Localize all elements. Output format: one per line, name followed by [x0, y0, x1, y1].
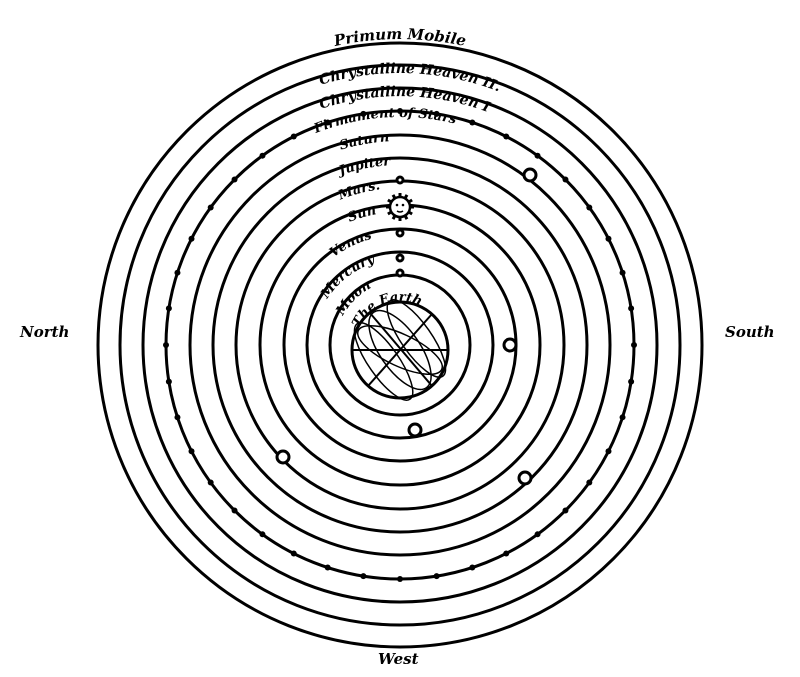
star-dot — [534, 531, 541, 538]
star-dot — [605, 235, 612, 242]
sun-face-icon — [386, 193, 414, 221]
star-dot — [562, 507, 569, 514]
planet-body — [395, 268, 405, 278]
star-dot — [324, 564, 331, 571]
sphere-ring — [96, 41, 704, 649]
sphere-label: Primum Mobile — [331, 25, 467, 50]
planet-body — [395, 175, 405, 185]
star-dot — [324, 119, 331, 126]
star-dot — [165, 305, 172, 312]
planet-body — [395, 253, 405, 263]
star-dot — [605, 448, 612, 455]
star-dot — [469, 119, 476, 126]
sphere-ring — [188, 133, 612, 557]
star-dot — [163, 342, 169, 348]
label-west: West — [378, 650, 419, 668]
sphere-label-text: Sun — [346, 203, 378, 225]
star-dot — [586, 479, 593, 486]
star-dot — [397, 576, 403, 582]
sphere-label-text: Saturn — [338, 130, 390, 153]
sphere-label: Saturn — [338, 130, 390, 153]
star-dot — [619, 414, 626, 421]
star-dot — [534, 152, 541, 159]
star-dot — [290, 550, 297, 557]
star-dot — [469, 564, 476, 571]
planet-body — [522, 167, 538, 183]
label-north: North — [20, 323, 70, 341]
star-dot — [360, 573, 367, 580]
star-dot — [259, 531, 266, 538]
star-dot — [188, 235, 195, 242]
planet-body — [407, 422, 423, 438]
star-dot — [628, 378, 635, 385]
label-south: South — [725, 323, 775, 341]
star-dot — [165, 378, 172, 385]
star-dot — [231, 176, 238, 183]
star-dot — [174, 414, 181, 421]
star-dot — [259, 152, 266, 159]
earth-globe — [350, 299, 450, 401]
sphere-ring — [305, 250, 495, 440]
star-dot — [503, 133, 510, 140]
star-dot — [207, 479, 214, 486]
star-dot — [188, 448, 195, 455]
star-dot — [503, 550, 510, 557]
star-dot — [231, 507, 238, 514]
star-dot — [619, 269, 626, 276]
star-dot — [628, 305, 635, 312]
star-dot — [586, 204, 593, 211]
star-dot — [360, 110, 367, 117]
star-dot — [290, 133, 297, 140]
star-dot — [174, 269, 181, 276]
star-dot — [207, 204, 214, 211]
sphere-label: Sun — [346, 203, 378, 225]
star-dot — [433, 110, 440, 117]
sphere-label-text: Mars. — [336, 178, 381, 203]
sphere-label-text: Jupiter — [334, 154, 391, 180]
sphere-label-text: Primum Mobile — [331, 25, 467, 50]
planet-body — [395, 228, 405, 238]
star-dot — [397, 108, 403, 114]
sphere-label: Jupiter — [334, 154, 391, 180]
star-dot — [562, 176, 569, 183]
sphere-ring — [211, 156, 589, 534]
star-dot — [433, 573, 440, 580]
sphere-ring — [141, 86, 659, 604]
planet-body — [517, 470, 533, 486]
planet-body — [502, 337, 518, 353]
sphere-ring — [118, 63, 682, 627]
planet-body — [275, 449, 291, 465]
star-dot — [631, 342, 637, 348]
sphere-label: Mars. — [336, 178, 381, 203]
